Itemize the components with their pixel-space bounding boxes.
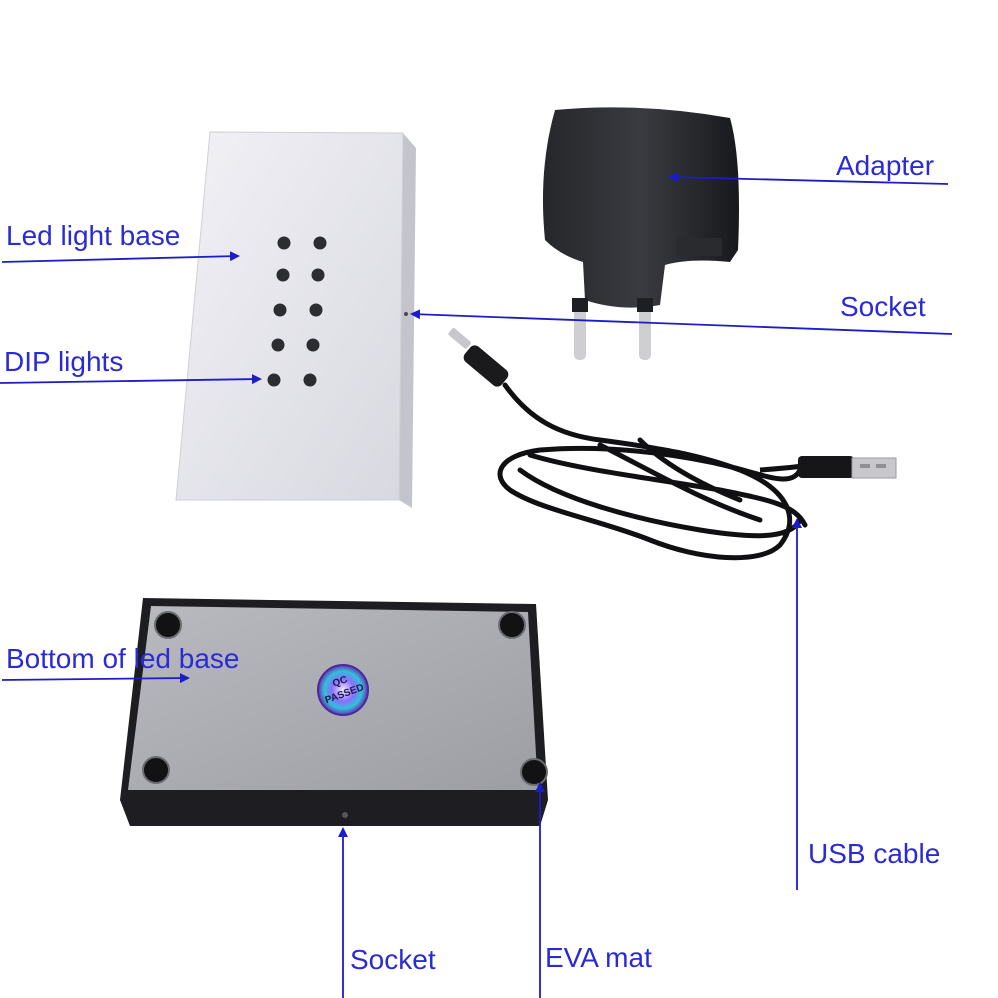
dip-light bbox=[277, 236, 291, 250]
adapter bbox=[542, 107, 739, 360]
arrow-led-light-base bbox=[1, 251, 240, 263]
rubber-foot bbox=[142, 756, 170, 784]
label-eva-mat: EVA mat bbox=[545, 942, 652, 973]
usb-plug-body bbox=[798, 456, 854, 478]
arrow-socket-top bbox=[410, 309, 953, 335]
label-usb-cable: USB cable bbox=[808, 838, 941, 869]
dc-plug-body bbox=[463, 345, 509, 387]
plug-pin-collar bbox=[637, 298, 653, 312]
dip-light bbox=[273, 303, 287, 317]
stamp-line1: QC bbox=[331, 674, 349, 689]
cable-coil bbox=[497, 382, 808, 561]
led-light-base bbox=[175, 131, 416, 508]
led-base-bottom: QC PASSED bbox=[120, 598, 548, 826]
dip-light bbox=[306, 338, 320, 352]
adapter-body bbox=[542, 107, 739, 308]
label-socket-bottom: Socket bbox=[350, 944, 436, 975]
label-dip-lights: DIP lights bbox=[4, 346, 124, 377]
socket-hole-bottom bbox=[342, 812, 348, 818]
dip-light bbox=[309, 303, 323, 317]
dip-light bbox=[313, 236, 327, 250]
led-base-top-face bbox=[175, 131, 404, 501]
led-base-side bbox=[399, 133, 416, 508]
adapter-label-plate bbox=[676, 238, 722, 256]
arrow-adapter bbox=[668, 172, 949, 185]
dip-light-grid bbox=[267, 236, 327, 387]
usb-cable bbox=[448, 328, 897, 561]
label-socket-top: Socket bbox=[840, 291, 926, 322]
label-adapter: Adapter bbox=[836, 150, 935, 181]
arrow-dip-lights bbox=[0, 374, 262, 385]
dip-light bbox=[311, 268, 325, 282]
eva-mat-foot bbox=[520, 758, 548, 786]
plug-pin-collar bbox=[572, 298, 588, 312]
usb-plug-slot bbox=[876, 464, 886, 468]
usb-plug-metal bbox=[851, 457, 897, 479]
label-bottom-of-led-base: Bottom of led base bbox=[6, 643, 240, 674]
callout-arrows bbox=[0, 172, 953, 998]
rubber-foot bbox=[498, 611, 526, 639]
dc-plug-tip bbox=[448, 328, 471, 349]
dip-light bbox=[267, 373, 281, 387]
plug-pin bbox=[574, 300, 586, 360]
usb-plug-slot bbox=[860, 464, 870, 468]
dip-light bbox=[276, 268, 290, 282]
dip-light bbox=[271, 338, 285, 352]
dip-light bbox=[303, 373, 317, 387]
rubber-foot bbox=[154, 611, 182, 639]
arrow-bottom-of-led-base bbox=[1, 673, 190, 684]
plug-pin bbox=[639, 300, 651, 360]
label-led-light-base: Led light base bbox=[6, 220, 181, 251]
qc-passed-stamp: QC PASSED bbox=[317, 664, 369, 716]
socket-hole-side bbox=[404, 312, 408, 316]
